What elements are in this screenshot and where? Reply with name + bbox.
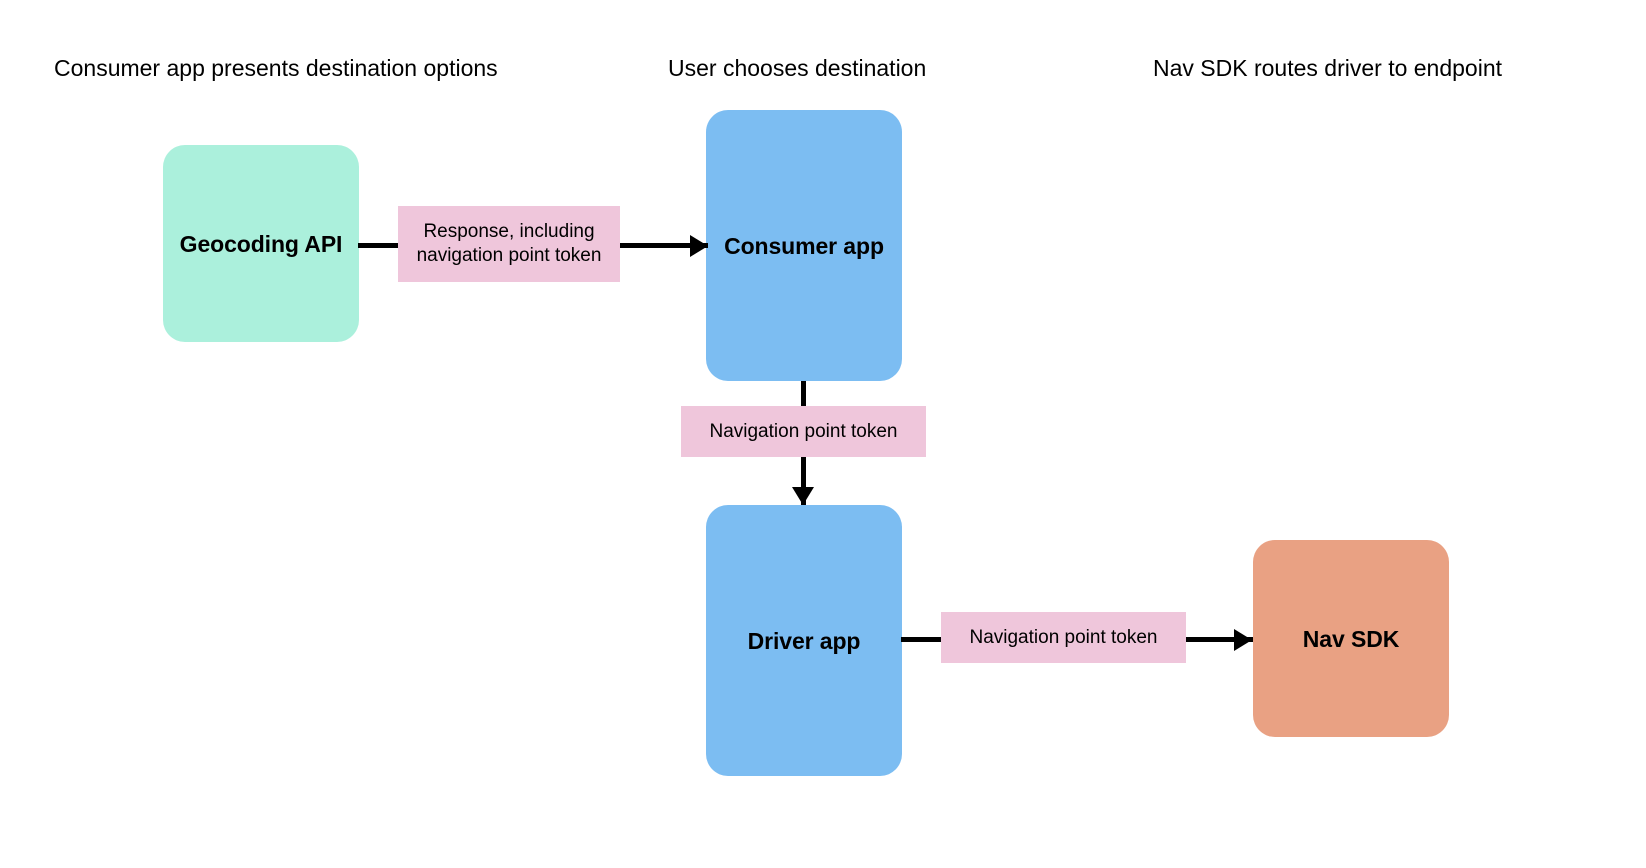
node-driver-app-label: Driver app: [747, 627, 861, 654]
edge-label-geocoding-to-consumer-text: Response, including navigation point tok…: [416, 221, 602, 266]
arrowhead-driver-to-navsdk: [1234, 629, 1252, 651]
edge-label-geocoding-to-consumer: Response, including navigation point tok…: [398, 206, 620, 282]
node-geocoding-api[interactable]: Geocoding API: [163, 145, 359, 342]
node-driver-app[interactable]: Driver app: [706, 505, 902, 776]
arrowhead-consumer-to-driver: [792, 487, 814, 505]
node-nav-sdk[interactable]: Nav SDK: [1253, 540, 1449, 737]
edge-label-driver-to-navsdk-text: Navigation point token: [969, 626, 1158, 648]
column-header-nav-sdk-routes: Nav SDK routes driver to endpoint: [1153, 55, 1503, 81]
edge-label-consumer-to-driver: Navigation point token: [681, 406, 926, 457]
arrowhead-geocoding-to-consumer: [690, 235, 708, 257]
edge-label-driver-to-navsdk: Navigation point token: [941, 612, 1186, 663]
column-header-consumer-app: Consumer app presents destination option…: [54, 55, 498, 81]
node-nav-sdk-label: Nav SDK: [1302, 625, 1400, 652]
node-consumer-app[interactable]: Consumer app: [706, 110, 902, 381]
node-consumer-app-label: Consumer app: [724, 232, 884, 259]
edge-label-consumer-to-driver-text: Navigation point token: [709, 420, 898, 442]
node-geocoding-api-label: Geocoding API: [179, 230, 343, 257]
column-header-user-chooses: User chooses destination: [668, 55, 927, 81]
